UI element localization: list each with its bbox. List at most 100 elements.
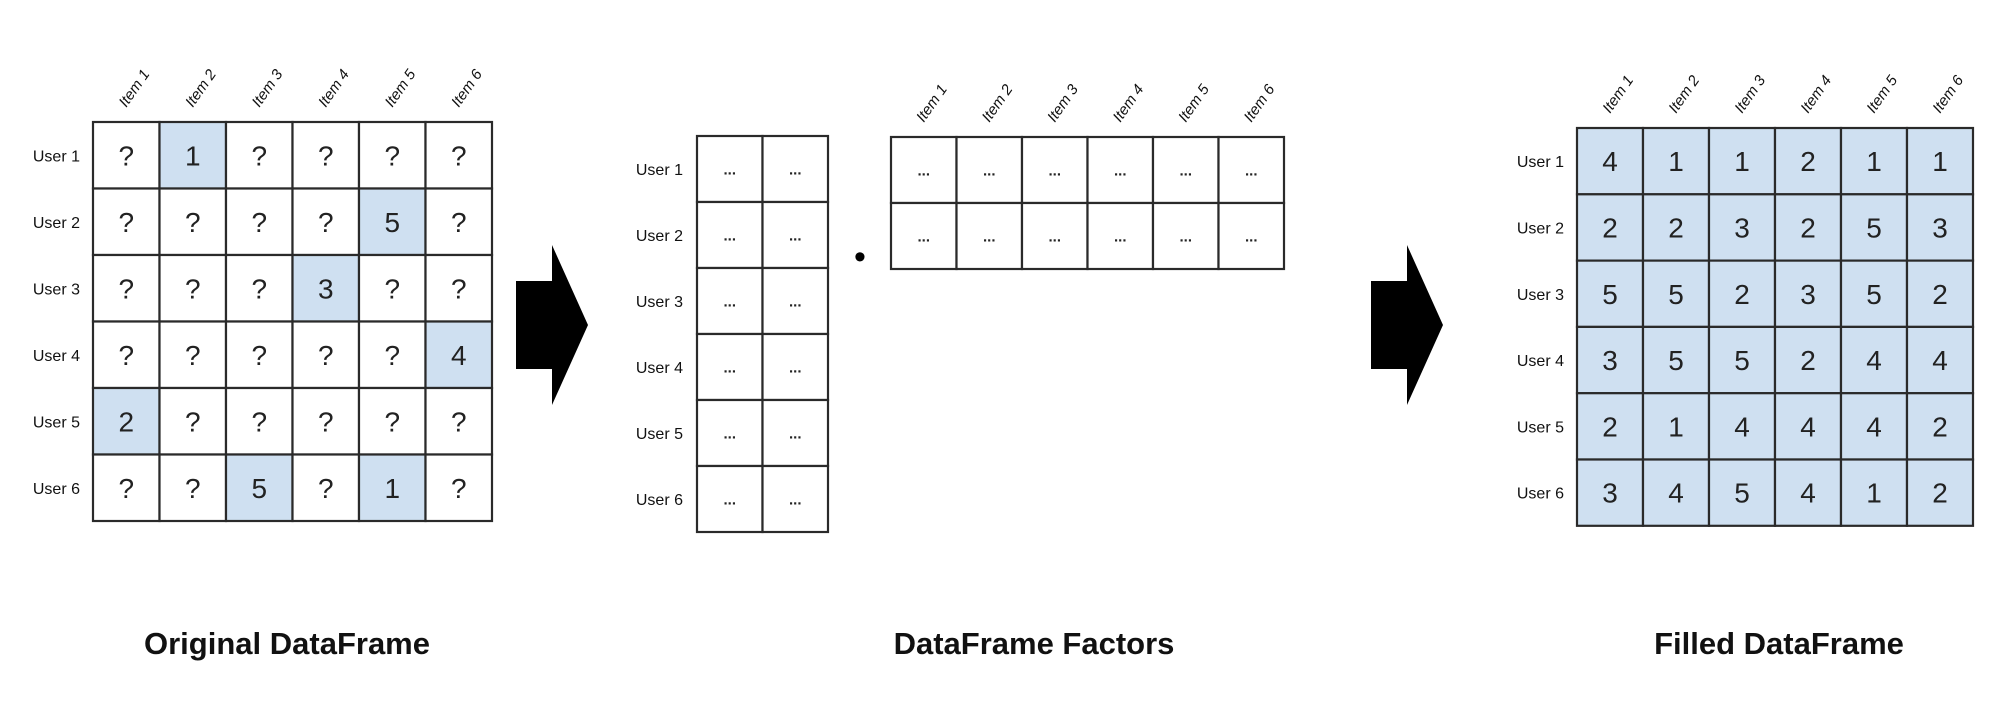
- matrix-cell: ?: [224, 120, 294, 190]
- matrix-cell: 3: [1905, 193, 1975, 262]
- row-label: User 2: [33, 215, 80, 232]
- row-label: User 1: [1517, 154, 1564, 171]
- row-label: User 2: [636, 228, 683, 245]
- cell-value: ...: [723, 293, 736, 310]
- matrix-cell: ?: [291, 453, 361, 523]
- cell-value: ...: [789, 359, 802, 376]
- cell-value: ?: [451, 473, 467, 504]
- matrix-cell: ...: [761, 266, 830, 336]
- matrix-cell: ?: [291, 120, 361, 190]
- matrix-cell: ...: [695, 266, 764, 336]
- column-label: Item 3: [1731, 72, 1769, 116]
- cell-value: 1: [1734, 146, 1750, 177]
- matrix-cell: ?: [424, 253, 494, 323]
- column-label: Item 4: [1797, 72, 1835, 116]
- matrix-cell: ...: [1086, 135, 1155, 205]
- matrix-cell: 2: [1773, 126, 1843, 196]
- matrix-cell: 2: [1641, 193, 1711, 262]
- column-label: Item 2: [1665, 72, 1703, 116]
- matrix-cell: ?: [158, 386, 228, 456]
- row-label: User 3: [1517, 287, 1564, 304]
- matrix-cell: ...: [695, 134, 764, 204]
- matrix-cell: 1: [1641, 126, 1711, 196]
- matrix-cell: 1: [1707, 126, 1777, 196]
- matrix-cell: ...: [889, 201, 958, 271]
- cell-value: ?: [318, 140, 334, 171]
- cell-value: 2: [118, 406, 134, 437]
- matrix-cell: 4: [1575, 126, 1645, 196]
- cell-value: ...: [723, 425, 736, 442]
- row-label: User 6: [636, 492, 683, 509]
- cell-value: 2: [1932, 279, 1948, 310]
- cell-value: ?: [384, 340, 400, 371]
- dot-symbol: •: [854, 238, 866, 276]
- matrix-cell: 1: [1839, 458, 1909, 527]
- matrix-cell: ...: [1086, 201, 1155, 271]
- cell-value: ?: [118, 473, 134, 504]
- dot-product-operator: •: [854, 238, 866, 276]
- matrix-cell: 5: [224, 453, 294, 523]
- cell-value: ...: [789, 227, 802, 244]
- cell-value: 1: [1668, 411, 1684, 442]
- cell-value: 2: [1800, 146, 1816, 177]
- cell-value: ...: [917, 228, 930, 245]
- matrix-cell: ...: [889, 135, 958, 205]
- cell-value: ?: [384, 140, 400, 171]
- matrix-cell: ?: [224, 386, 294, 456]
- cell-value: ...: [789, 293, 802, 310]
- cell-value: ...: [1179, 228, 1192, 245]
- cell-value: ...: [1245, 228, 1258, 245]
- column-label: Item 6: [448, 66, 486, 110]
- cell-value: ?: [185, 406, 201, 437]
- cell-value: ...: [1245, 162, 1258, 179]
- column-label: Item 4: [1110, 81, 1148, 125]
- matrix-cell: ...: [761, 398, 830, 468]
- matrix-cell: ...: [761, 332, 830, 402]
- matrix-cell: ...: [1020, 201, 1089, 271]
- row-label: User 1: [33, 148, 80, 165]
- column-label: Item 1: [1599, 72, 1637, 116]
- row-label: User 6: [33, 481, 80, 498]
- matrix-cell: ?: [357, 120, 427, 190]
- cell-value: 2: [1932, 478, 1948, 509]
- cell-value: 5: [1734, 345, 1750, 376]
- cell-value: ...: [789, 161, 802, 178]
- matrix-cell: 4: [1773, 392, 1843, 461]
- matrix-cell: 2: [1575, 392, 1645, 461]
- cell-value: ...: [1179, 162, 1192, 179]
- matrix-cell: 1: [357, 453, 427, 523]
- matrix-cell: ?: [91, 453, 161, 523]
- cell-value: ?: [451, 140, 467, 171]
- matrix-cell: ...: [695, 200, 764, 270]
- matrix-cell: ?: [158, 320, 228, 390]
- cell-value: ?: [185, 207, 201, 238]
- column-label: Item 5: [1863, 72, 1901, 116]
- column-label: Item 6: [1241, 81, 1279, 125]
- matrix-cell: 1: [1641, 392, 1711, 461]
- cell-value: ?: [118, 273, 134, 304]
- matrix-cell: ?: [291, 320, 361, 390]
- cell-value: 3: [1602, 345, 1618, 376]
- cell-value: ...: [983, 228, 996, 245]
- matrix-cell: ?: [357, 386, 427, 456]
- row-label: User 6: [1517, 486, 1564, 503]
- cell-value: ...: [917, 162, 930, 179]
- dataframe-factors-caption: DataFrame Factors: [893, 626, 1175, 661]
- cell-value: ?: [185, 340, 201, 371]
- matrix-cell: ?: [224, 320, 294, 390]
- row-label: User 2: [1517, 220, 1564, 237]
- cell-value: 1: [384, 473, 400, 504]
- cell-value: ?: [318, 406, 334, 437]
- row-label: User 5: [1517, 419, 1564, 436]
- original-dataframe-caption: Original DataFrame: [144, 626, 430, 661]
- row-label: User 4: [1517, 353, 1564, 370]
- matrix-cell: ...: [695, 398, 764, 468]
- cell-value: 2: [1668, 213, 1684, 244]
- matrix-cell: ...: [955, 201, 1024, 271]
- cell-value: ...: [1048, 162, 1061, 179]
- matrix-cell: 1: [1839, 126, 1909, 196]
- cell-value: 3: [318, 273, 334, 304]
- cell-value: 1: [185, 140, 201, 171]
- cell-value: 5: [1866, 279, 1882, 310]
